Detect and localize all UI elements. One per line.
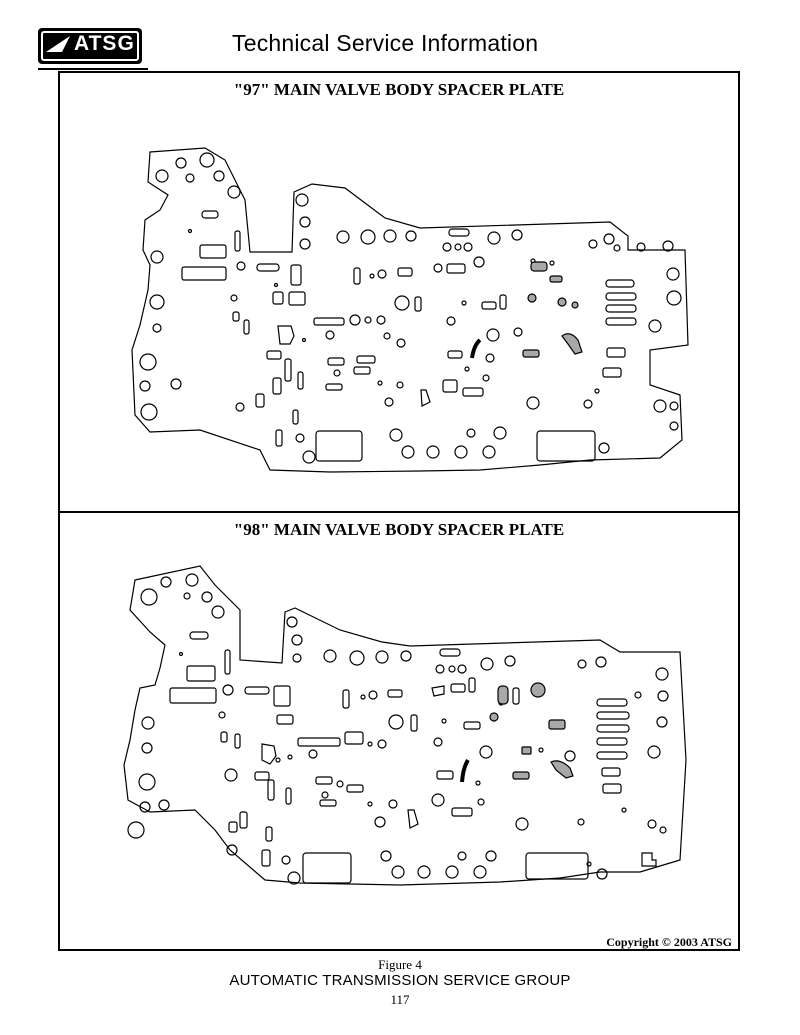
highlight-98-3 <box>489 712 499 722</box>
highlight-97-2 <box>549 275 563 283</box>
highlight-97-5 <box>571 301 579 309</box>
highlight-97-3 <box>527 293 537 303</box>
panel-divider <box>58 511 740 513</box>
footer-organization: AUTOMATIC TRANSMISSION SERVICE GROUP <box>229 972 571 989</box>
page-number: 117 <box>390 992 410 1007</box>
panel-title-98: "98" MAIN VALVE BODY SPACER PLATE <box>233 520 565 539</box>
plate-97-outline <box>131 147 689 473</box>
highlight-98-2 <box>530 682 546 698</box>
page-title: Technical Service Information <box>232 30 539 56</box>
logo-underline <box>38 68 148 70</box>
highlight-98-5 <box>521 746 532 755</box>
spacer-plate-97-drawing <box>131 147 689 473</box>
logo-swoosh-icon <box>46 36 70 52</box>
spacer-plate-98-drawing <box>123 565 687 886</box>
highlight-98-6 <box>512 771 530 780</box>
logo-border <box>41 31 139 61</box>
logo-text: ATSG <box>74 32 135 55</box>
highlight-98-1 <box>497 685 509 705</box>
plate-98-outline <box>123 565 687 886</box>
highlight-97-6 <box>522 349 540 358</box>
panel-title-97: "97" MAIN VALVE BODY SPACER PLATE <box>233 80 565 99</box>
highlight-98-7 <box>550 760 574 779</box>
highlight-97-4 <box>557 297 567 307</box>
highlight-97-7 <box>561 333 583 355</box>
atsg-logo: ATSG <box>38 28 142 64</box>
highlight-98-4 <box>548 719 566 730</box>
copyright-notice: Copyright © 2003 ATSG <box>606 935 732 949</box>
figure-caption: Figure 4 <box>378 957 422 972</box>
highlight-97-1 <box>530 261 548 272</box>
